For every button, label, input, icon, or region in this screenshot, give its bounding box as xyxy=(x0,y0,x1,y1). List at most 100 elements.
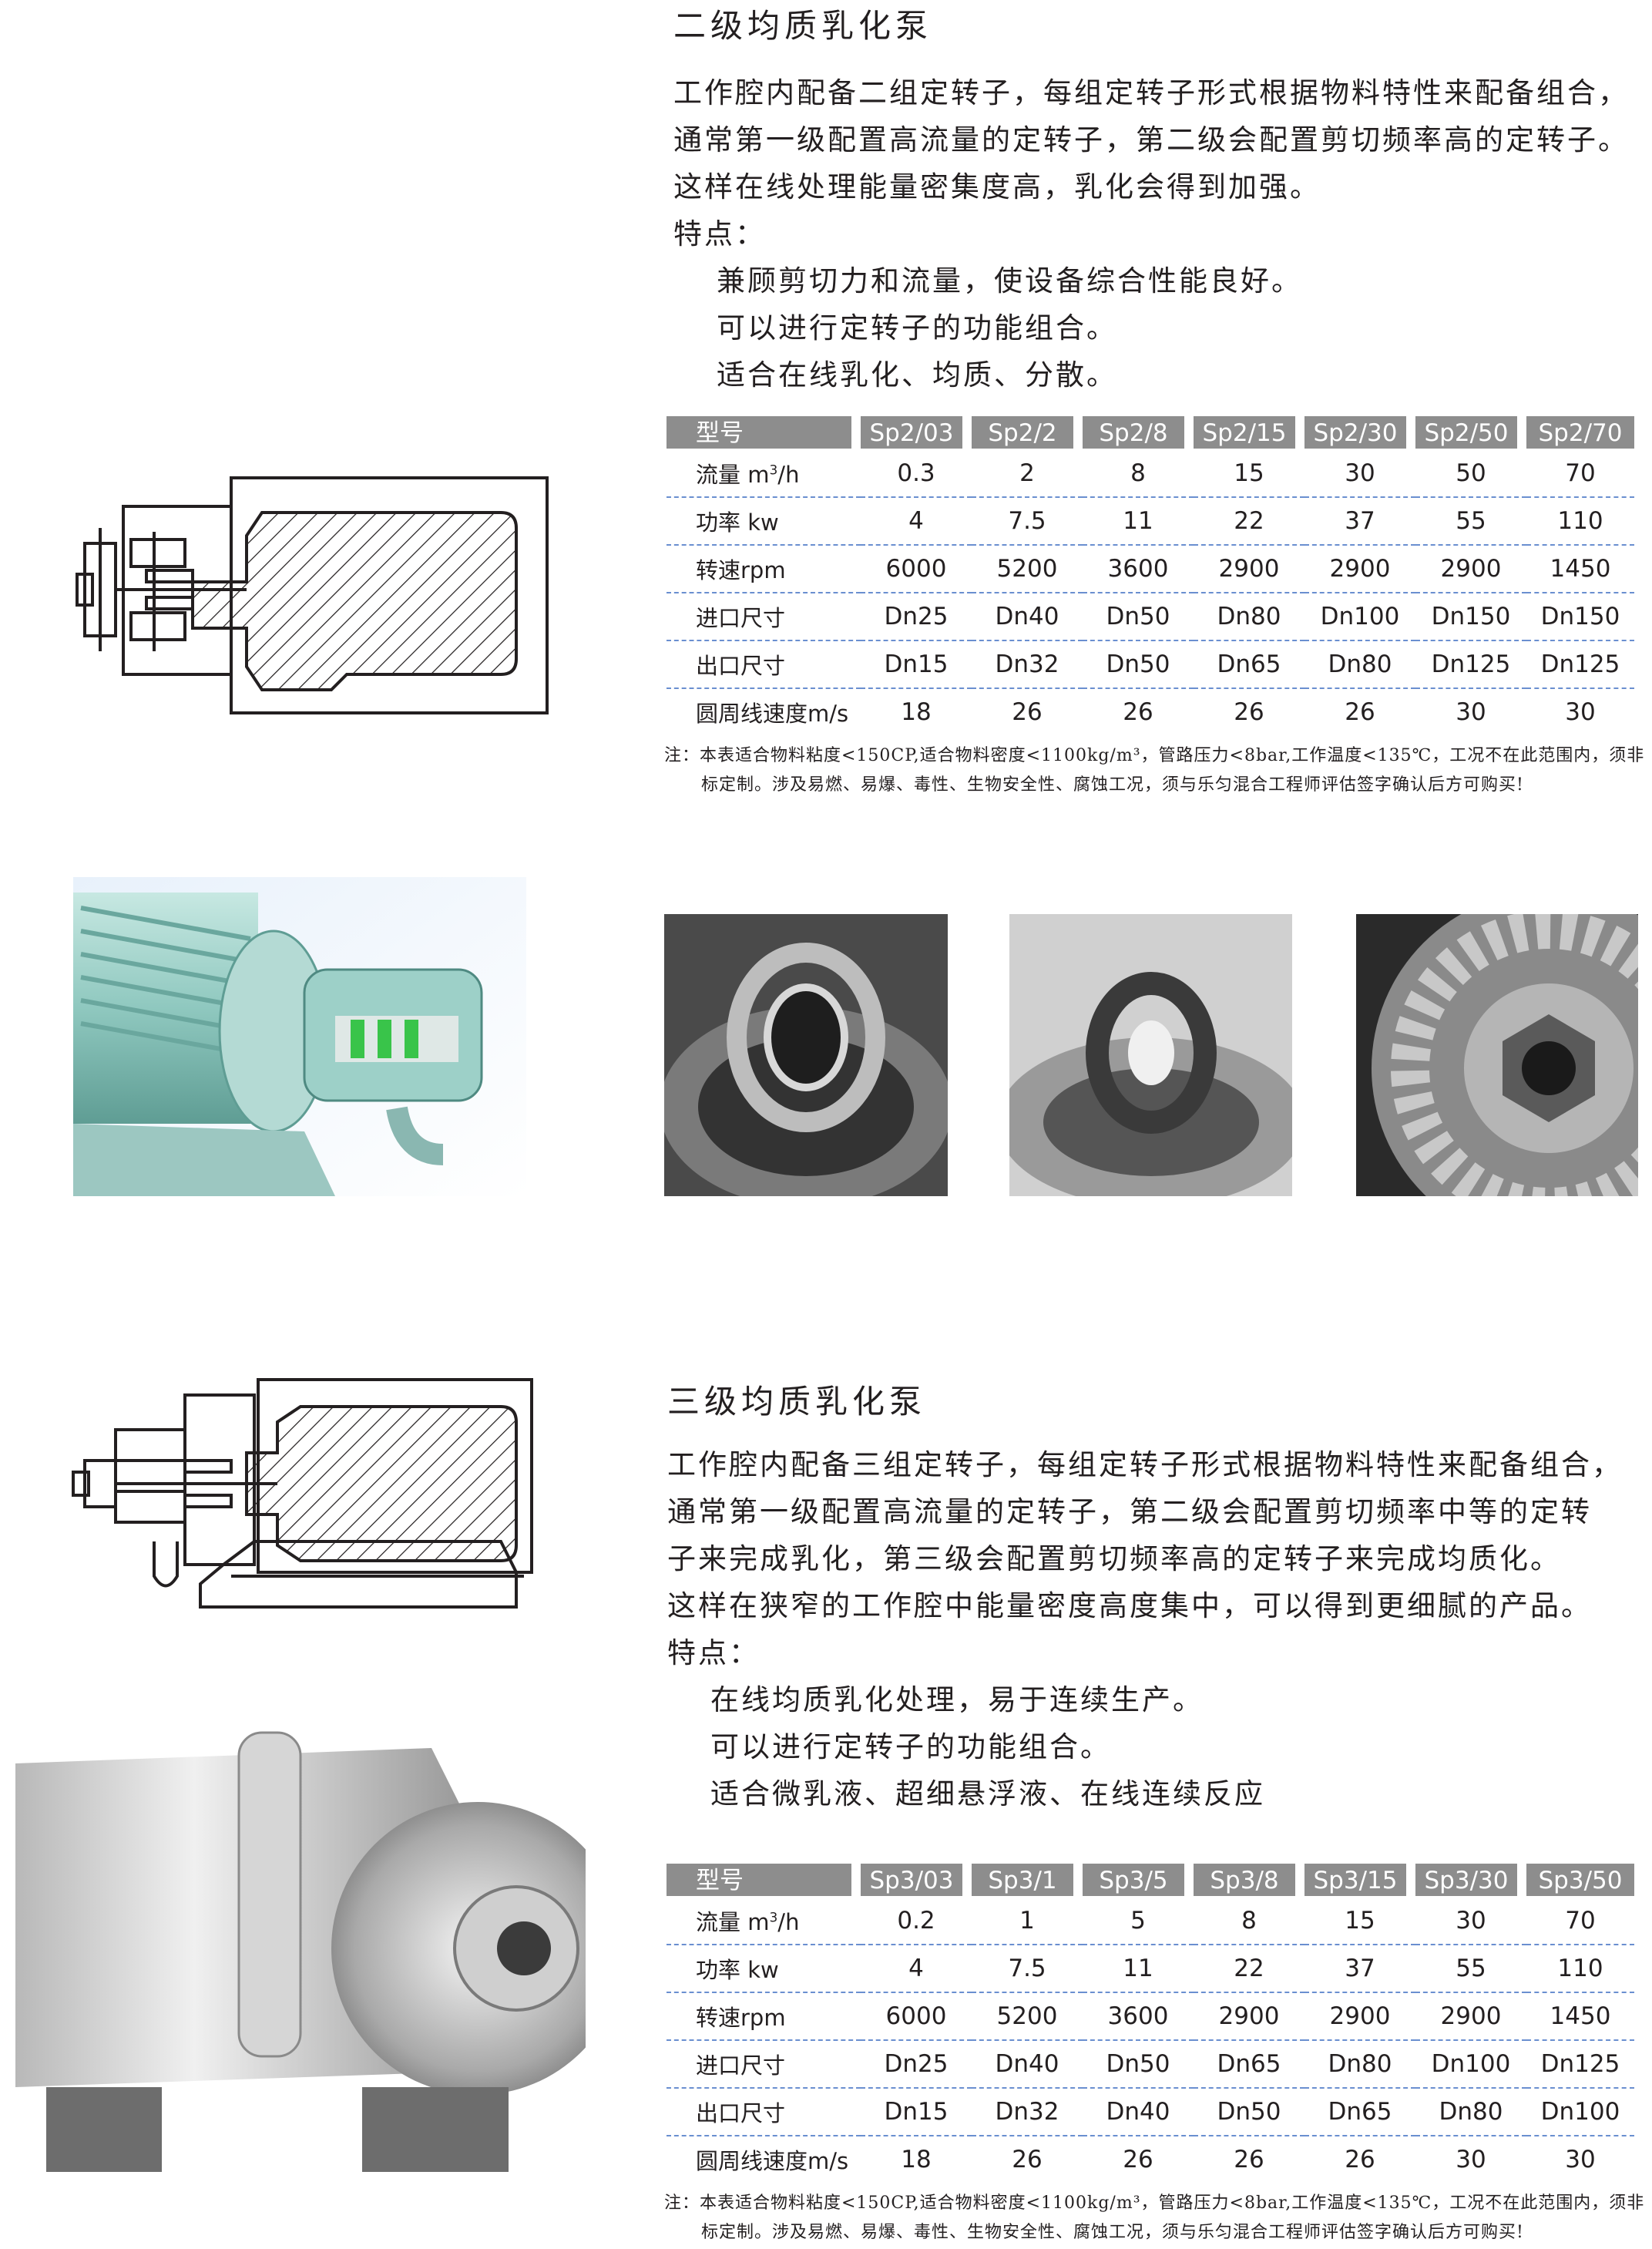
table-cell: Dn65 xyxy=(1304,2088,1415,2136)
table-cell: Dn125 xyxy=(1526,640,1634,689)
table-cell: 18 xyxy=(901,698,932,726)
desc-line: 通常第一级配置高流量的定转子，第二级会配置剪切频率中等的定转 xyxy=(667,1495,1592,1528)
table-row: 功率 kw 4 7.5 11 22 37 55 110 xyxy=(667,1945,1634,1993)
table-cell: Dn32 xyxy=(972,640,1083,689)
model-header: Sp2/30 xyxy=(1304,416,1406,449)
table-cell: 26 xyxy=(1123,698,1153,726)
table-row: 进口尺寸 Dn25 Dn40 Dn50 Dn80 Dn100 Dn150 Dn1… xyxy=(667,593,1634,641)
feature-item: 适合微乳液、超细悬浮液、在线连续反应 xyxy=(710,1777,1265,1810)
row-label: 出口尺寸 xyxy=(667,2088,861,2136)
table-cell: 6000 xyxy=(861,1992,972,2041)
table-cell: Dn80 xyxy=(1304,2040,1415,2089)
table-cell: 11 xyxy=(1083,1945,1194,1993)
table-row: 转速rpm 6000 5200 3600 2900 2900 2900 1450 xyxy=(667,1992,1634,2041)
table-header-row: 型号 Sp2/03 Sp2/2 Sp2/8 Sp2/15 Sp2/30 Sp2/… xyxy=(667,415,1634,450)
table-cell: 26 xyxy=(1012,2146,1043,2173)
table-cell: 26 xyxy=(1345,698,1375,726)
row-label: 圆周线速度m/s xyxy=(696,2148,849,2174)
desc-line: 子来完成乳化，第三级会配置剪切频率高的定转子来完成均质化。 xyxy=(667,1542,1561,1575)
table-cell: 26 xyxy=(1123,2146,1153,2173)
note-line: 注：本表适合物料粘度<150CP,适合物料密度<1100kg/m³，管路压力<8… xyxy=(664,746,1645,765)
table-row: 功率 kw 4 7.5 11 22 37 55 110 xyxy=(667,497,1634,546)
section1-title: 二级均质乳化泵 xyxy=(673,7,933,45)
features-label: 特点： xyxy=(667,1636,760,1669)
three-stage-pump-cross-section-drawing xyxy=(72,1378,533,1609)
table-cell: 2900 xyxy=(1415,1992,1526,2041)
desc-line: 这样在线处理能量密集度高，乳化会得到加强。 xyxy=(673,170,1321,203)
table-cell: 2900 xyxy=(1304,545,1415,593)
table-cell: Dn150 xyxy=(1526,593,1634,641)
table-cell: Dn50 xyxy=(1083,2040,1194,2089)
table-cell: 22 xyxy=(1194,497,1304,546)
features-label: 特点： xyxy=(673,217,766,250)
table-cell: Dn40 xyxy=(972,593,1083,641)
table-cell: 7.5 xyxy=(972,1945,1083,1993)
table-cell: 30 xyxy=(1304,450,1415,498)
model-header: Sp3/50 xyxy=(1526,1864,1634,1896)
table-cell: 70 xyxy=(1526,450,1634,498)
model-header: Sp3/15 xyxy=(1304,1864,1406,1896)
table-cell: 26 xyxy=(1345,2146,1375,2173)
rotor-impeller-photo xyxy=(1356,914,1638,1196)
table-cell: Dn15 xyxy=(861,2088,972,2136)
table-cell: 30 xyxy=(1565,698,1596,726)
table-cell: Dn40 xyxy=(1083,2088,1194,2136)
pump-3d-cutaway-render xyxy=(73,877,526,1196)
table-row: 进口尺寸 Dn25 Dn40 Dn50 Dn65 Dn80 Dn100 Dn12… xyxy=(667,2040,1634,2089)
model-header: Sp2/2 xyxy=(972,416,1073,449)
row-label: 进口尺寸 xyxy=(667,2040,861,2089)
table-cell: 1450 xyxy=(1526,545,1634,593)
table-cell: 55 xyxy=(1415,1945,1526,1993)
table-cell: 6000 xyxy=(861,545,972,593)
section1-note: 注：本表适合物料粘度<150CP,适合物料密度<1100kg/m³，管路压力<8… xyxy=(664,741,1644,800)
stainless-steel-pump-photo xyxy=(0,1717,586,2172)
table-cell: 37 xyxy=(1304,497,1415,546)
stator-rotor-photo-1 xyxy=(664,914,948,1196)
table-cell: 2900 xyxy=(1415,545,1526,593)
table-cell: Dn15 xyxy=(861,640,972,689)
table-cell: 37 xyxy=(1304,1945,1415,1993)
feature-item: 适合在线乳化、均质、分散。 xyxy=(717,358,1117,392)
row-label: 转速rpm xyxy=(667,1992,861,2041)
table-cell: Dn80 xyxy=(1415,2088,1526,2136)
table-cell: 15 xyxy=(1304,1898,1415,1945)
table-cell: 50 xyxy=(1415,450,1526,498)
table-cell: Dn100 xyxy=(1526,2088,1634,2136)
section1-description: 工作腔内配备二组定转子，每组定转子形式根据物料特性来配备组合， 通常第一级配置高… xyxy=(673,69,1629,398)
stator-rotor-photo-2 xyxy=(1009,914,1292,1196)
table-cell: 110 xyxy=(1526,1945,1634,1993)
table-cell: 26 xyxy=(1234,698,1264,726)
table-cell: 8 xyxy=(1194,1898,1304,1945)
desc-line: 工作腔内配备二组定转子，每组定转子形式根据物料特性来配备组合， xyxy=(673,76,1629,109)
desc-line: 这样在狭窄的工作腔中能量密度高度集中，可以得到更细腻的产品。 xyxy=(667,1589,1592,1622)
table-header-row: 型号 Sp3/03 Sp3/1 Sp3/5 Sp3/8 Sp3/15 Sp3/3… xyxy=(667,1862,1634,1898)
header-label: 型号 xyxy=(667,416,851,449)
table-cell: 5200 xyxy=(972,545,1083,593)
row-label: 流量 m3/h xyxy=(667,1898,861,1945)
table-cell: Dn25 xyxy=(861,2040,972,2089)
section1-spec-table: 型号 Sp2/03 Sp2/2 Sp2/8 Sp2/15 Sp2/30 Sp2/… xyxy=(667,415,1634,735)
table-cell: Dn65 xyxy=(1194,2040,1304,2089)
table-row: 出口尺寸 Dn15 Dn32 Dn50 Dn65 Dn80 Dn125 Dn12… xyxy=(667,640,1634,689)
table-cell: 5200 xyxy=(972,1992,1083,2041)
feature-item: 兼顾剪切力和流量，使设备综合性能良好。 xyxy=(717,264,1302,298)
table-row: 流量 m3/h 0.2 1 5 8 15 30 70 xyxy=(667,1898,1634,1945)
section2-title: 三级均质乳化泵 xyxy=(667,1383,927,1420)
table-cell: Dn100 xyxy=(1415,2040,1526,2089)
table-cell: 30 xyxy=(1456,2146,1486,2173)
model-header: Sp2/8 xyxy=(1083,416,1184,449)
table-cell: 3600 xyxy=(1083,545,1194,593)
row-label: 圆周线速度m/s xyxy=(696,701,849,727)
table-cell: 18 xyxy=(901,2146,932,2173)
model-header: Sp2/15 xyxy=(1194,416,1295,449)
table-cell: 5 xyxy=(1083,1898,1194,1945)
table-cell: Dn100 xyxy=(1304,593,1415,641)
table-cell: Dn50 xyxy=(1083,640,1194,689)
row-label: 出口尺寸 xyxy=(667,640,861,689)
section2-note: 注：本表适合物料粘度<150CP,适合物料密度<1100kg/m³，管路压力<8… xyxy=(664,2189,1644,2247)
table-row: 转速rpm 6000 5200 3600 2900 2900 2900 1450 xyxy=(667,545,1634,593)
table-cell: 4 xyxy=(861,1945,972,1993)
row-label: 进口尺寸 xyxy=(667,593,861,641)
table-cell: Dn40 xyxy=(972,2040,1083,2089)
table-row: 圆周线速度m/s 18 26 26 26 26 30 30 xyxy=(667,688,1634,735)
